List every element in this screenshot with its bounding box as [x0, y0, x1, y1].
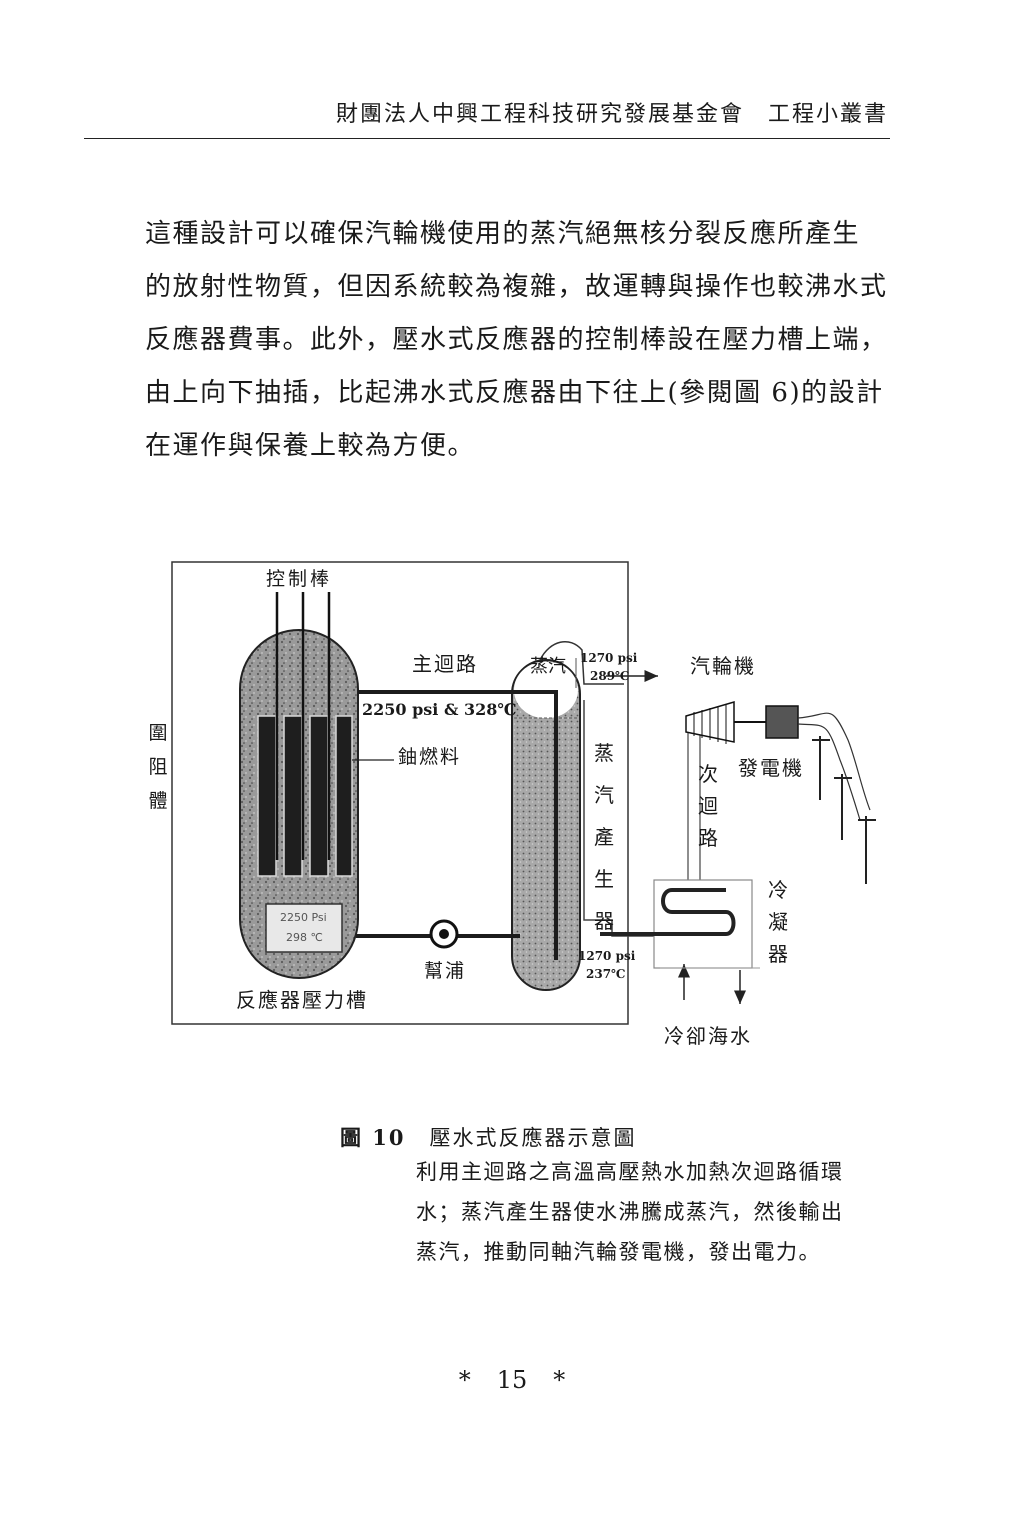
body-line: 由上向下抽插，比起沸水式反應器由下往上(參閱圖 6)的設計: [145, 378, 884, 408]
caption-line: 水；蒸汽產生器使水沸騰成蒸汽，然後輸出: [416, 1200, 844, 1224]
label-uranium-fuel: 鈾燃料: [398, 746, 462, 768]
transmission-lines: [797, 712, 871, 811]
condenser-coil: [600, 888, 736, 936]
steam-line: [539, 640, 624, 685]
label-reactor-gauge-pressure: 2250 Psi: [280, 911, 327, 924]
label-containment: 圍阻體: [148, 722, 168, 812]
fuel-rods: [257, 715, 353, 877]
figure-caption-title: 圖 10 壓水式反應器示意圖: [340, 1122, 637, 1152]
label-generator: 發電機: [738, 756, 804, 780]
label-control-rods: 控制棒: [266, 568, 333, 590]
caption-line: 蒸汽，推動同軸汽輪發電機，發出電力。: [416, 1240, 821, 1264]
label-pressure-vessel: 反應器壓力槽: [236, 988, 368, 1012]
body-line: 的放射性物質，但因系統較為複雜，故運轉與操作也較沸水式: [145, 272, 888, 302]
condenser-body: [653, 879, 753, 969]
figure-caption-description: 利用主迴路之高溫高壓熱水加熱次迴路循環 水；蒸汽產生器使水沸騰成蒸汽，然後輸出 …: [416, 1152, 896, 1272]
label-reactor-gauge-temp: 298 ℃: [286, 931, 323, 944]
control-rods: [275, 592, 331, 860]
label-secondary-loop: 次迴路: [698, 762, 718, 850]
label-cooling-seawater: 冷卻海水: [664, 1024, 752, 1048]
label-turbine: 汽輪機: [690, 654, 756, 678]
body-line: 反應器費事。此外，壓水式反應器的控制棒設在壓力槽上端，: [145, 325, 888, 355]
secondary-loop: [583, 700, 660, 937]
turbine-symbol: [685, 701, 735, 743]
figure-title: 壓水式反應器示意圖: [429, 1126, 637, 1150]
pump-symbol: [429, 919, 459, 949]
body-line: 這種設計可以確保汽輪機使用的蒸汽絕無核分裂反應所產生: [145, 219, 861, 249]
main-loop-cold-leg: [356, 930, 558, 960]
label-main-loop: 主迴路: [412, 652, 478, 676]
page-number: * 15 *: [0, 1366, 1024, 1394]
containment-frame: [171, 561, 629, 1025]
page-marker-left: *: [458, 1366, 471, 1394]
label-steam-generator: 蒸汽產生器: [594, 741, 614, 933]
label-pump: 幫浦: [424, 960, 467, 982]
label-steam-out-pressure: 1270 psi: [580, 651, 638, 665]
label-steam-out-temp: 289℃: [590, 669, 630, 683]
body-paragraph: 這種設計可以確保汽輪機使用的蒸汽絕無核分裂反應所產生 的放射性物質，但因系統較為…: [145, 208, 905, 473]
caption-line: 利用主迴路之高溫高壓熱水加熱次迴路循環: [416, 1160, 844, 1184]
figure-number: 圖 10: [340, 1125, 406, 1150]
page-marker-right: *: [553, 1366, 566, 1394]
running-header: 財團法人中興工程科技研究發展基金會 工程小叢書: [335, 102, 888, 127]
header-rule: [84, 138, 890, 139]
body-line: 在運作與保養上較為方便。: [145, 431, 476, 461]
reactor-gauge-box: [265, 903, 343, 953]
label-return-temp: 237℃: [586, 967, 626, 981]
label-condenser: 冷凝器: [768, 878, 788, 966]
steam-generator: [511, 659, 581, 991]
page-number-value: 15: [496, 1366, 528, 1394]
label-return-pressure: 1270 psi: [578, 949, 636, 963]
reactor-vessel: [239, 629, 359, 979]
label-steam: 蒸汽: [530, 656, 566, 677]
main-loop-hot-leg: [358, 690, 558, 960]
generator-symbol: [765, 705, 799, 739]
label-main-loop-condition: 2250 psi & 328℃: [362, 700, 517, 719]
